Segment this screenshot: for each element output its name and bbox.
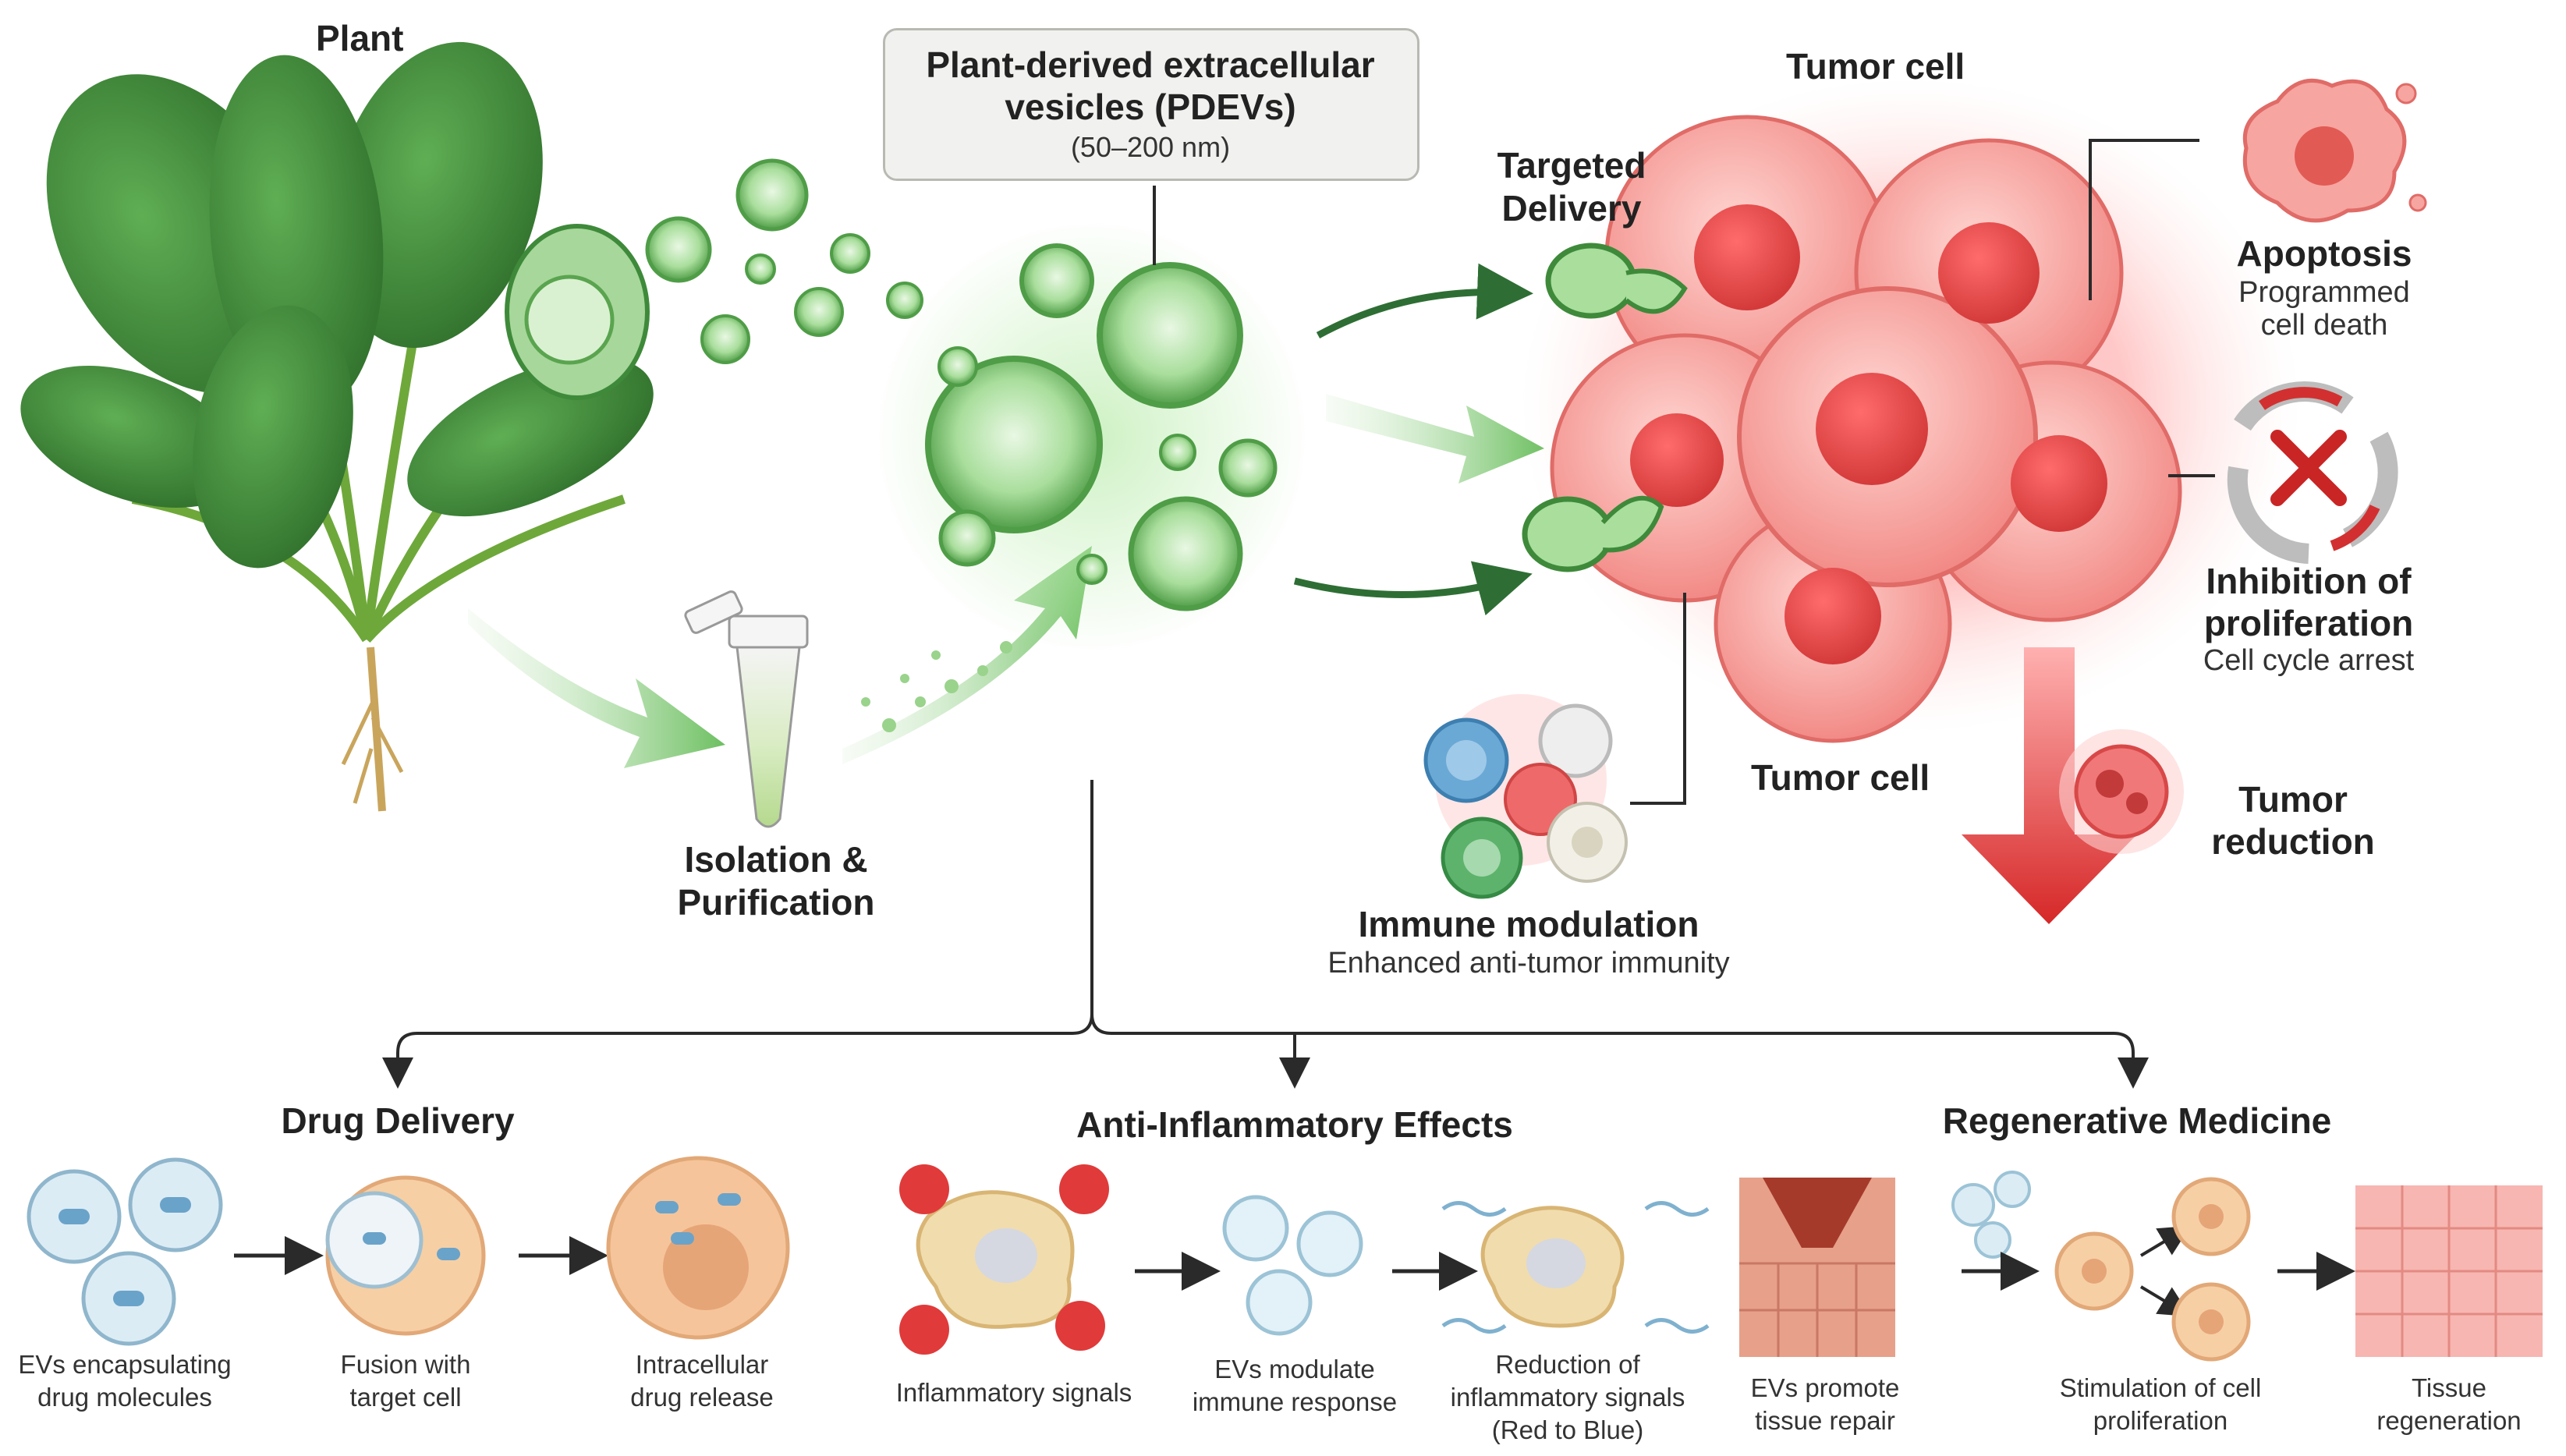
regenerative-title: Regenerative Medicine xyxy=(1942,1100,2332,1141)
drug-step1-line2: drug molecules xyxy=(37,1383,212,1412)
centrifuge-tube-icon xyxy=(684,590,809,828)
drug-delivery-title: Drug Delivery xyxy=(281,1100,515,1141)
inhibition-title-line1: Inhibition of xyxy=(2206,561,2412,601)
regen-step1-line1: EVs promote xyxy=(1750,1373,1900,1402)
plant-label: Plant xyxy=(316,18,404,58)
apoptosis-icon xyxy=(2242,78,2427,223)
apoptosis-desc-line2: cell death xyxy=(2260,309,2388,342)
targeted-delivery-line1: Targeted xyxy=(1497,145,1646,186)
regenerative-illustrations xyxy=(1739,1171,2543,1362)
drug-delivery-illustrations xyxy=(27,1156,790,1346)
arrow-plant-to-tube xyxy=(468,608,725,768)
tumor-reduction-arrow xyxy=(1962,647,2137,924)
inflam-step3-line1: Reduction of xyxy=(1495,1350,1640,1379)
plant-illustration xyxy=(20,41,654,812)
docking-vesicles xyxy=(1522,243,1688,572)
pdev-title-line1: Plant-derived extracellular xyxy=(926,44,1375,85)
anti-inflammatory-title: Anti-Inflammatory Effects xyxy=(1076,1104,1513,1145)
apoptosis-title: Apoptosis xyxy=(2236,233,2412,274)
regen-step2-line2: proliferation xyxy=(2093,1406,2228,1435)
small-vesicle-dots xyxy=(861,641,1012,732)
drug-step3-line2: drug release xyxy=(630,1383,774,1412)
immune-cells-icon xyxy=(1423,694,1628,899)
leader-lines xyxy=(1630,139,2215,805)
drug-step2-line2: target cell xyxy=(349,1383,462,1412)
inhibition-desc: Cell cycle arrest xyxy=(2203,644,2415,677)
inflam-step3-line2: inflammatory signals xyxy=(1450,1383,1685,1412)
cell-cycle-arrest-icon xyxy=(2227,381,2398,564)
isolation-line1: Isolation & xyxy=(684,839,868,880)
targeting-arrows xyxy=(1293,263,1544,616)
inhibition-title-line2: proliferation xyxy=(2203,603,2414,643)
released-vesicles xyxy=(645,158,923,364)
tumor-cell-label-top: Tumor cell xyxy=(1786,46,1965,87)
tumor-reduction-line2: reduction xyxy=(2211,821,2375,862)
targeted-delivery-line2: Delivery xyxy=(1501,188,1642,228)
pdev-label-box xyxy=(883,28,1419,181)
regen-step1-line2: tissue repair xyxy=(1755,1406,1895,1435)
drug-step1-line1: EVs encapsulating xyxy=(18,1350,232,1379)
tumor-cell-cluster xyxy=(1521,78,2301,743)
inflam-step3-line3: (Red to Blue) xyxy=(1491,1415,1644,1444)
anti-inflammatory-illustrations xyxy=(899,1164,1710,1355)
branch-lines xyxy=(382,780,2149,1089)
immune-modulation-title: Immune modulation xyxy=(1358,904,1699,944)
inflam-step2-line2: immune response xyxy=(1192,1387,1398,1416)
tumor-reduction-icon xyxy=(2059,729,2184,854)
inflam-step1-line1: Inflammatory signals xyxy=(895,1378,1132,1407)
drug-step2-line1: Fusion with xyxy=(340,1350,471,1379)
pdev-size: (50–200 nm) xyxy=(1070,131,1231,163)
tumor-reduction-line1: Tumor xyxy=(2238,779,2348,820)
immune-modulation-desc: Enhanced anti-tumor immunity xyxy=(1327,947,1730,980)
regen-step2-line1: Stimulation of cell xyxy=(2059,1373,2262,1402)
pdev-title-line2: vesicles (PDEVs) xyxy=(1005,87,1296,127)
regen-step3-line2: regeneration xyxy=(2376,1406,2522,1435)
pdev-cluster xyxy=(874,218,1310,655)
regen-step3-line1: Tissue xyxy=(2412,1373,2486,1402)
inflam-step2-line1: EVs modulate xyxy=(1214,1355,1375,1383)
tumor-cell-label-bottom: Tumor cell xyxy=(1751,757,1930,798)
isolation-line2: Purification xyxy=(677,882,875,923)
drug-step3-line1: Intracellular xyxy=(635,1350,769,1379)
apoptosis-desc-line1: Programmed xyxy=(2238,276,2410,309)
